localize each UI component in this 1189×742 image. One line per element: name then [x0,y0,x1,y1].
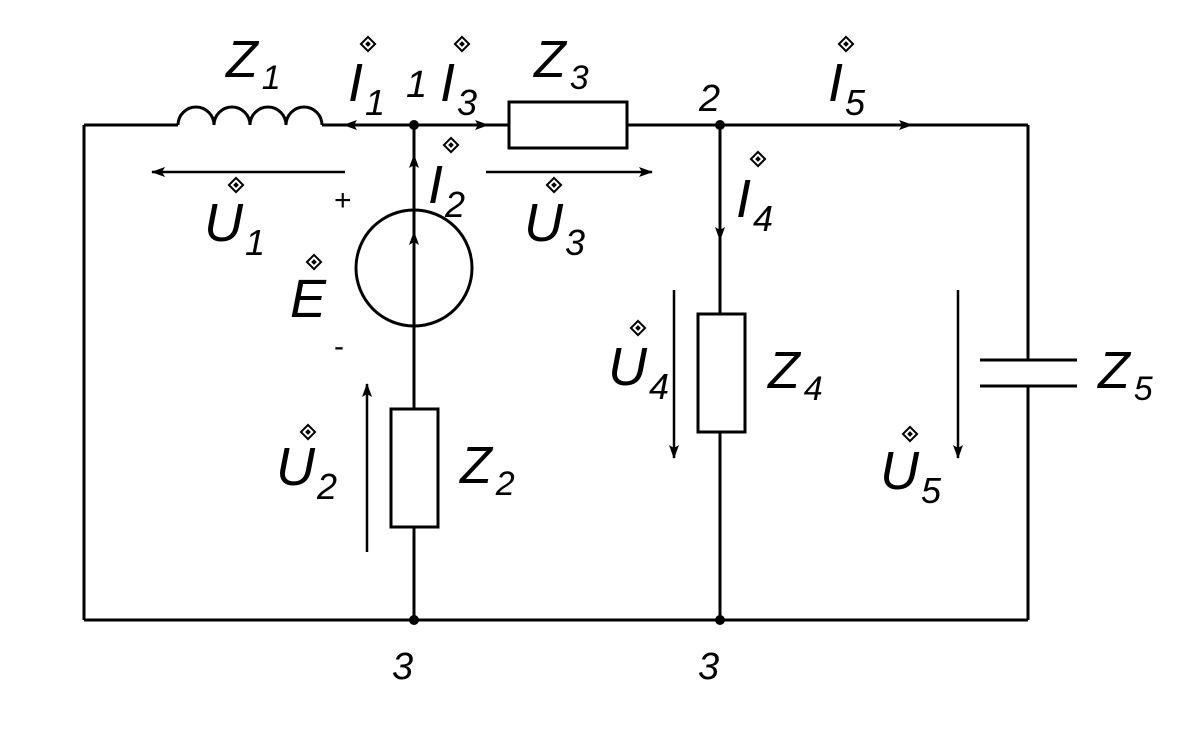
label-u1: U1 [204,196,265,261]
resistor-z3 [507,100,629,150]
label-z5-letter: Z [1098,342,1130,400]
label-u2: U2 [276,440,337,505]
label-u2-sub: 2 [317,466,338,507]
label-z5-sub: 5 [1133,370,1153,408]
inductor-z1 [176,105,324,126]
label-i4: I4 [736,172,773,237]
label-u4: U4 [608,340,669,405]
label-u3-letter: U [524,193,563,253]
label-i5-letter: I [828,53,844,113]
label-i4-letter: I [736,169,752,229]
node-dot-2 [715,120,725,130]
label-i3: I3 [440,56,477,121]
source-minus-sign: - [334,330,344,363]
label-i2: I2 [428,158,465,223]
label-i5: I5 [828,56,865,121]
label-i3-letter: I [440,53,456,113]
label-i2-letter: I [428,155,444,215]
label-i3-sub: 3 [457,82,478,123]
label-e: E [290,272,326,326]
node-dot-3-left [409,615,419,625]
label-i1-sub: 1 [365,82,386,123]
resistor-z4 [696,312,747,434]
source-plus-sign: + [334,184,352,217]
label-z3-sub: 3 [569,59,589,97]
label-u1-sub: 1 [245,222,266,263]
label-i1: I1 [348,56,385,121]
label-u4-letter: U [608,337,647,397]
label-e-letter: E [290,269,327,329]
label-z2-sub: 2 [495,465,515,503]
node-label-3-right: 3 [698,646,720,688]
resistor-z2 [389,407,440,529]
label-z1-sub: 1 [261,59,281,97]
node-label-3-left: 3 [392,646,414,688]
label-z3-letter: Z [534,31,566,89]
label-u5-sub: 5 [921,470,942,511]
label-z2-letter: Z [460,437,492,495]
node-dot-3-right [715,615,725,625]
label-z4-letter: Z [768,342,800,400]
node-label-2: 2 [699,78,721,120]
label-z1-letter: Z [226,31,258,89]
label-u2-letter: U [276,437,315,497]
label-u5: U5 [880,444,941,509]
node-label-1: 1 [406,64,428,106]
label-i4-sub: 4 [753,198,774,239]
label-i1-letter: I [348,53,364,113]
label-z4-sub: 4 [803,370,823,408]
label-u3: U3 [524,196,585,261]
label-u3-sub: 3 [565,222,586,263]
label-i2-sub: 2 [445,184,466,225]
node-dot-1 [409,120,419,130]
label-i5-sub: 5 [845,82,866,123]
label-u5-letter: U [880,441,919,501]
label-u4-sub: 4 [649,366,670,407]
label-u1-letter: U [204,193,243,253]
